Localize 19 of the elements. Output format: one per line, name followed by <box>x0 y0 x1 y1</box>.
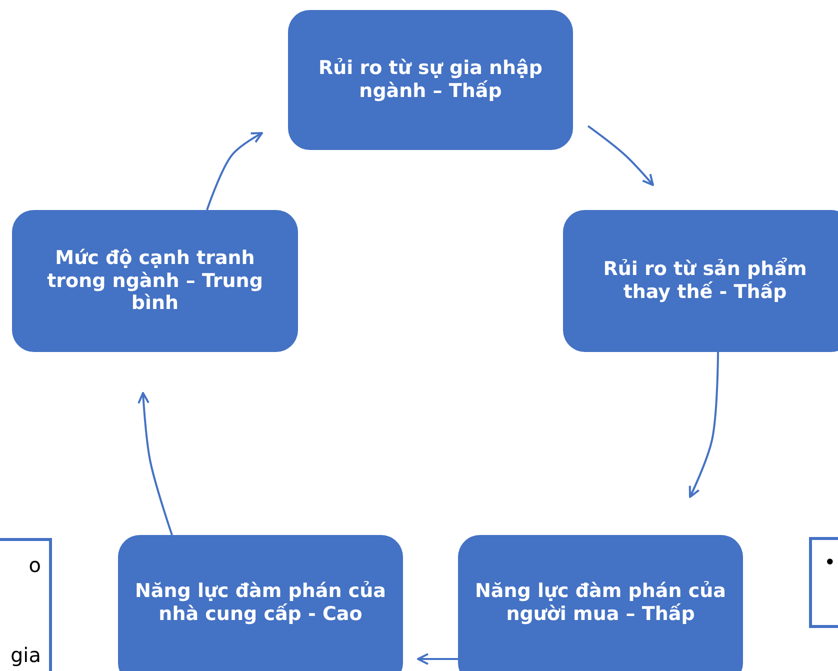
box-label: Rủi ro từ sản phẩm thay thế - Thấp <box>602 258 808 304</box>
arrow <box>138 392 173 536</box>
panel-text: • <box>824 550 836 574</box>
box-label: Rủi ro từ sự gia nhập ngành – Thấp <box>317 57 544 103</box>
arrow <box>587 125 654 186</box>
process-box <box>288 10 573 150</box>
box-label: Năng lực đàm phán của người mua – Thấp <box>474 580 727 626</box>
panel-text: o <box>28 553 41 577</box>
process-box <box>563 210 838 352</box>
process-box <box>12 210 298 352</box>
panel-text: gia <box>10 643 41 667</box>
process-box <box>118 535 403 671</box>
box-label: Năng lực đàm phán của nhà cung cấp - Cao <box>134 580 387 626</box>
arrow <box>417 653 458 665</box>
arrow <box>206 132 263 210</box>
arrow <box>688 352 719 498</box>
process-box <box>458 535 743 671</box>
box-label: Mức độ cạnh tranh trong ngành – Trung bình <box>46 246 264 316</box>
text-panel <box>0 538 52 671</box>
